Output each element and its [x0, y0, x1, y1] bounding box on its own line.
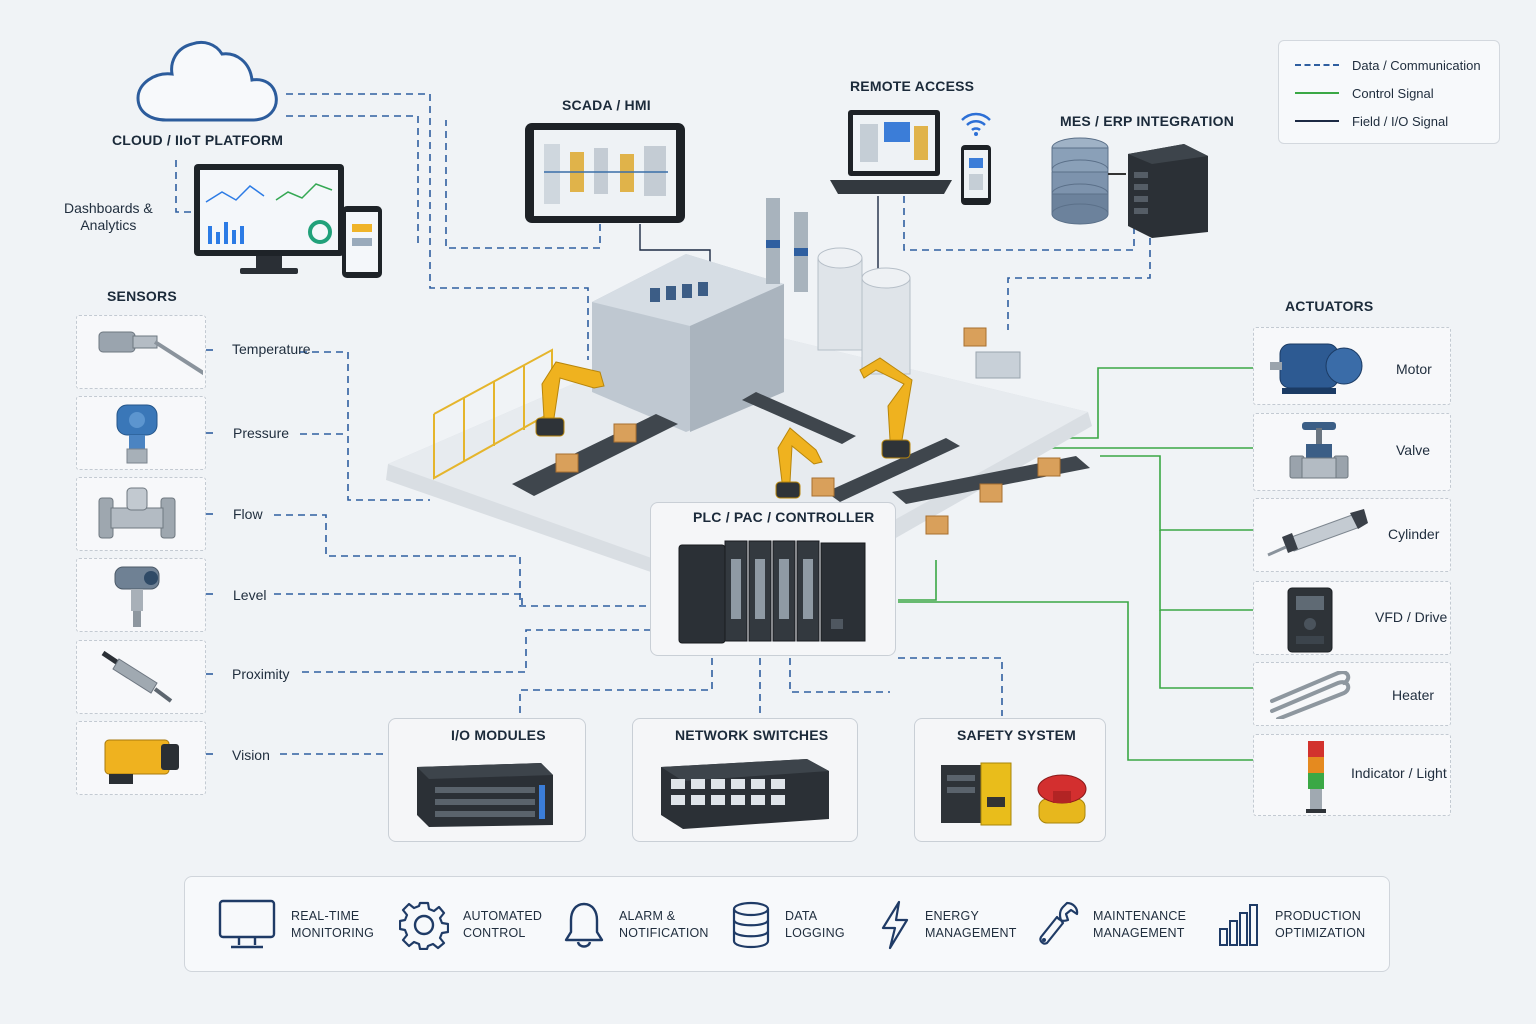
feature-label: REAL-TIME MONITORING [291, 909, 375, 940]
sensor-label-flow: Flow [233, 506, 263, 522]
feature-label: AUTOMATED CONTROL [463, 909, 543, 940]
vfd-drive-icon [1284, 586, 1340, 659]
proximity-sensor-icon [101, 647, 181, 714]
hmi-tablet-icon [524, 122, 686, 229]
feature-alarm-notification[interactable]: ALARM & NOTIFICATION [563, 877, 729, 973]
io-modules-card[interactable]: I/O MODULES [388, 718, 586, 842]
heater-icon [1268, 670, 1358, 724]
sensor-card-vision[interactable] [76, 721, 206, 795]
actuator-label-motor: Motor [1396, 361, 1432, 377]
remote-access-title: REMOTE ACCESS [850, 78, 975, 94]
sensor-label-pressure: Pressure [233, 425, 290, 441]
sensors-title: SENSORS [107, 288, 177, 304]
control-signal-lines [898, 367, 1254, 761]
cylinder-icon [1266, 509, 1370, 568]
sensor-card-pressure[interactable] [76, 396, 206, 470]
network-switch-icon [657, 753, 833, 836]
motor-icon [1268, 334, 1368, 405]
safety-system-card[interactable]: SAFETY SYSTEM [914, 718, 1106, 842]
laptop-icon [828, 108, 954, 201]
feature-energy-management[interactable]: ENERGY MANAGEMENT [879, 877, 1035, 973]
legend-item-data: Data / Communication [1295, 55, 1481, 75]
dashboard-monitor-icon [192, 162, 388, 285]
level-sensor-icon [105, 563, 171, 634]
actuators-title: ACTUATORS [1285, 298, 1374, 314]
network-switches-card[interactable]: NETWORK SWITCHES [632, 718, 858, 842]
safety-system-title: SAFETY SYSTEM [957, 727, 1077, 743]
sensor-card-level[interactable] [76, 558, 206, 632]
feature-automated-control[interactable]: AUTOMATED CONTROL [399, 877, 573, 973]
temperature-probe-icon [93, 324, 207, 387]
io-module-icon [413, 755, 557, 834]
monitor-icon [218, 899, 276, 949]
feature-label: DATA LOGGING [785, 909, 845, 940]
actuator-label-indicator: Indicator / Light [1351, 765, 1447, 781]
actuator-label-heater: Heater [1392, 687, 1435, 703]
bell-icon [564, 902, 604, 948]
scada-title: SCADA / HMI [562, 97, 651, 113]
cloud-icon [132, 40, 280, 131]
legend: Data / Communication Control Signal Fiel… [1278, 40, 1500, 144]
actuator-label-valve: Valve [1396, 442, 1430, 458]
feature-realtime-monitoring[interactable]: REAL-TIME MONITORING [217, 877, 401, 973]
wifi-icon [958, 110, 994, 143]
smartphone-icon [960, 144, 992, 211]
bar-chart-icon [1219, 904, 1258, 946]
sensor-label-proximity: Proximity [232, 666, 290, 682]
actuator-card-vfd[interactable]: VFD / Drive [1253, 581, 1451, 655]
wrench-icon [1039, 901, 1079, 945]
io-modules-title: I/O MODULES [451, 727, 546, 743]
sensor-card-proximity[interactable] [76, 640, 206, 714]
feature-label: PRODUCTION OPTIMIZATION [1275, 909, 1366, 940]
database-icon [732, 901, 770, 949]
actuator-card-valve[interactable]: Valve [1253, 413, 1451, 491]
actuator-card-indicator[interactable]: Indicator / Light [1253, 734, 1451, 816]
feature-label: ENERGY MANAGEMENT [925, 909, 1017, 940]
sensor-label-temperature: Temperature [232, 341, 311, 357]
sensor-label-level: Level [233, 587, 267, 603]
cloud-title: CLOUD / IIoT PLATFORM [112, 132, 284, 148]
data-communication-lines [175, 93, 1151, 755]
actuator-card-motor[interactable]: Motor [1253, 327, 1451, 405]
factory-floor-illustration [386, 192, 1116, 627]
feature-label: MAINTENANCE MANAGEMENT [1093, 909, 1187, 940]
dashboards-label: Dashboards & Analytics [64, 200, 153, 233]
legend-label: Data / Communication [1352, 57, 1481, 73]
vision-camera-icon [101, 730, 185, 795]
actuator-label-cylinder: Cylinder [1388, 526, 1440, 542]
flow-meter-icon [97, 486, 181, 551]
indicator-light-icon [1304, 739, 1328, 820]
pressure-transmitter-icon [107, 401, 173, 472]
sensor-label-vision: Vision [232, 747, 270, 763]
feature-maintenance-management[interactable]: MAINTENANCE MANAGEMENT [1035, 877, 1203, 973]
database-server-icon [1048, 134, 1212, 243]
features-bar: REAL-TIME MONITORING AUTOMATED CONTROL A… [184, 876, 1390, 972]
plc-card[interactable]: PLC / PAC / CONTROLLER [650, 502, 896, 656]
actuator-card-cylinder[interactable]: Cylinder [1253, 498, 1451, 572]
feature-data-logging[interactable]: DATA LOGGING [731, 877, 895, 973]
mes-erp-title: MES / ERP INTEGRATION [1060, 113, 1235, 129]
actuator-label-vfd: VFD / Drive [1375, 609, 1448, 625]
feature-label: ALARM & NOTIFICATION [619, 909, 709, 940]
legend-item-field: Field / I/O Signal [1295, 111, 1448, 131]
valve-icon [1288, 418, 1358, 493]
safety-relay-icon [937, 757, 1017, 832]
feature-production-optimization[interactable]: PRODUCTION OPTIMIZATION [1217, 877, 1385, 973]
actuator-card-heater[interactable]: Heater [1253, 662, 1451, 726]
network-switches-title: NETWORK SWITCHES [675, 727, 829, 743]
plc-controller-icon [677, 535, 871, 652]
gear-icon [399, 901, 449, 950]
lightning-icon [881, 900, 909, 950]
emergency-stop-icon [1031, 761, 1091, 832]
plc-title: PLC / PAC / CONTROLLER [693, 509, 875, 525]
legend-label: Field / I/O Signal [1352, 113, 1449, 129]
sensor-card-temperature[interactable] [76, 315, 207, 389]
legend-label: Control Signal [1352, 85, 1434, 101]
legend-item-control: Control Signal [1295, 83, 1434, 103]
sensor-card-flow[interactable] [76, 477, 206, 551]
